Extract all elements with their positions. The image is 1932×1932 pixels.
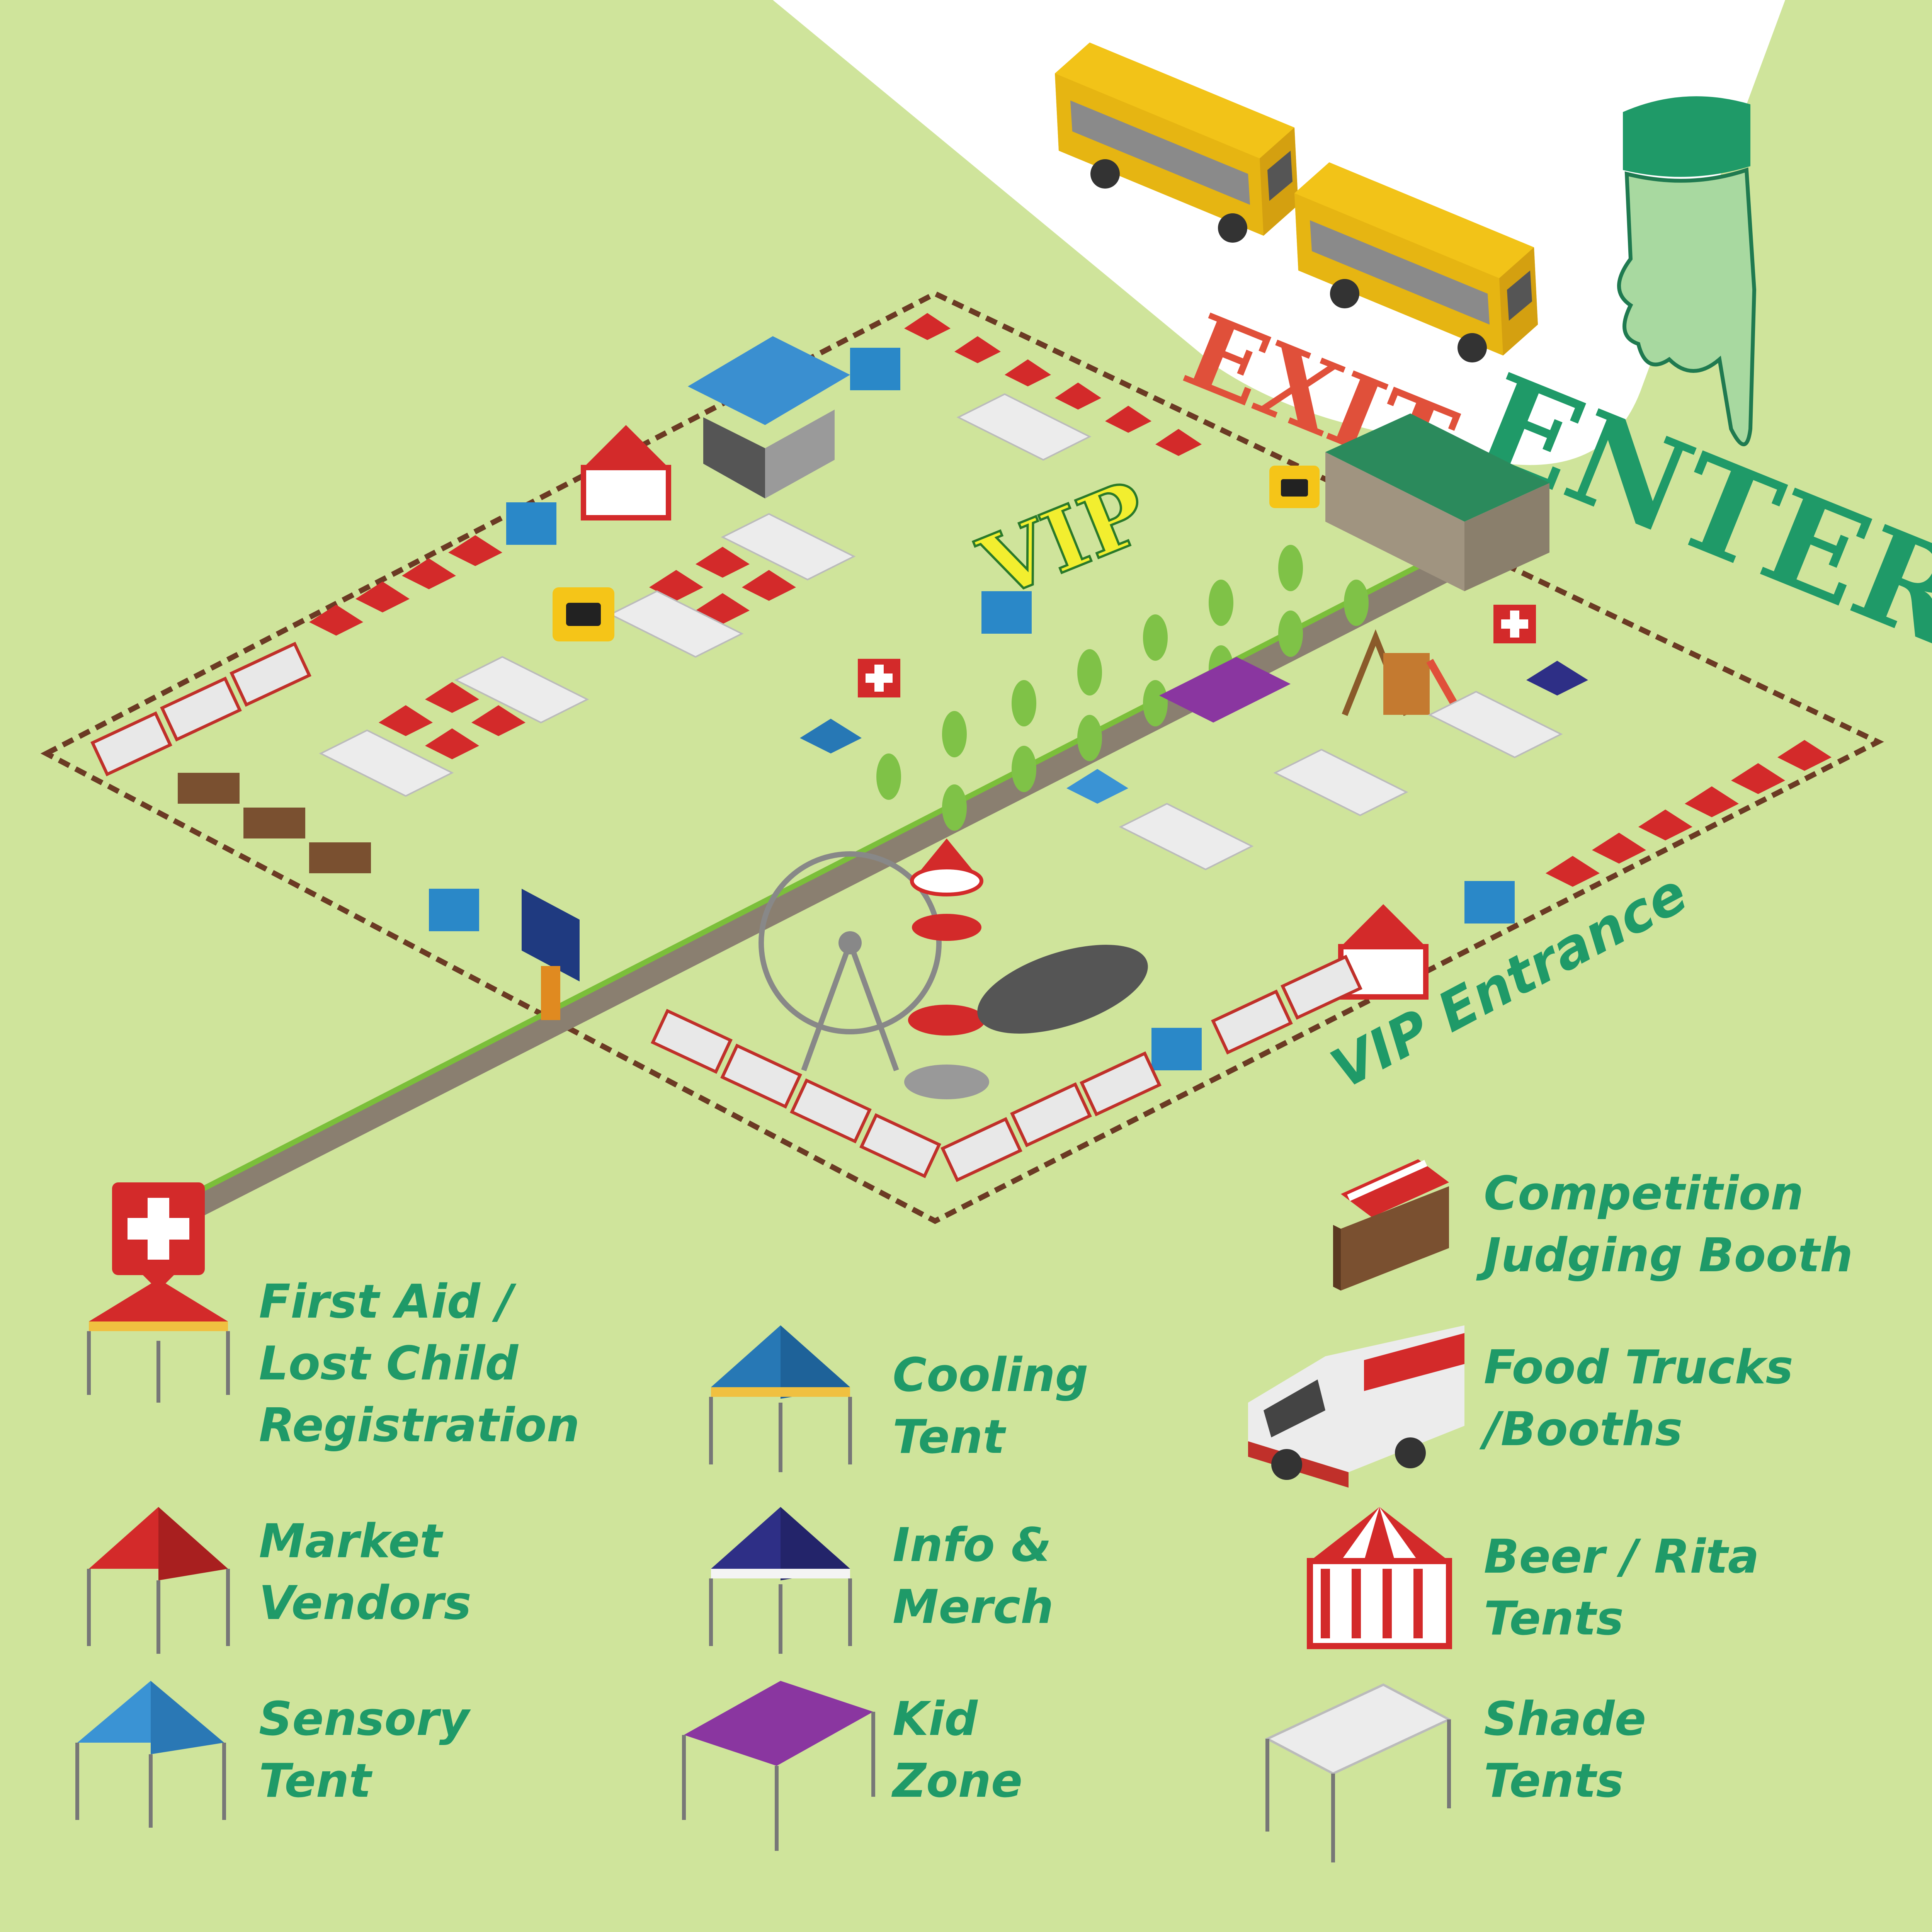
beer-tent — [581, 425, 671, 520]
info-tent — [1526, 661, 1588, 696]
legend-sensory-icon — [75, 1681, 226, 1828]
pointing-hand-icon — [1617, 96, 1757, 446]
legend-beer-line1: Beer / Rita — [1484, 1530, 1759, 1584]
main-path — [185, 556, 1453, 1217]
cooling-tent — [800, 719, 862, 753]
legend-market-icon — [87, 1507, 230, 1654]
legend-judging-line2: Judging Booth — [1476, 1229, 1853, 1282]
food-truck-row — [90, 641, 1362, 1182]
legend-kid-line1: Kid — [893, 1692, 978, 1746]
legend-food-truck-icon — [1248, 1325, 1464, 1488]
barn-icon — [1325, 413, 1549, 591]
market-tent-row — [309, 313, 1832, 887]
legend-kid-line2: Zone — [891, 1754, 1022, 1808]
legend-beer-icon — [1307, 1507, 1452, 1649]
kid-zone-tent — [1159, 657, 1291, 723]
legend-sensory-line2: Tent — [259, 1754, 373, 1808]
legend-info-line1: Info & — [893, 1519, 1051, 1572]
tree-row — [876, 545, 1369, 831]
carousel-icon — [904, 1005, 989, 1099]
legend-first-aid-line3: Registration — [259, 1399, 580, 1452]
legend-info-line2: Merch — [893, 1580, 1054, 1634]
bus-icon — [1294, 162, 1538, 362]
legend-shade-line1: Shade — [1484, 1692, 1646, 1746]
legend-food-line2: /Booths — [1479, 1403, 1682, 1456]
first-aid-icon — [858, 659, 900, 697]
stage-icon — [688, 336, 850, 498]
legend-info-icon — [709, 1507, 852, 1654]
legend-food-line1: Food Trucks — [1484, 1341, 1793, 1395]
legend-first-aid-line1: First Aid / — [259, 1275, 517, 1329]
legend-beer-line2: Tents — [1484, 1592, 1624, 1646]
legend-first-aid-line2: Lost Child — [259, 1337, 519, 1391]
judging-booth-row — [178, 773, 371, 873]
screen-icon — [522, 889, 580, 1020]
race-track — [977, 945, 1148, 1034]
camera-icon — [553, 587, 614, 641]
road — [773, 0, 1785, 465]
legend-shade-line2: Tents — [1484, 1754, 1624, 1808]
fence-enclosure — [40, 291, 1884, 1224]
sensory-tent — [1066, 769, 1128, 804]
legend-market-line2: Vendors — [259, 1577, 471, 1630]
legend-cooling-line1: Cooling — [893, 1349, 1088, 1402]
legend-first-aid-icon — [87, 1182, 230, 1403]
legend-kid-icon — [682, 1681, 875, 1851]
shade-tent-group — [319, 393, 1563, 871]
legend-cooling-icon — [709, 1325, 852, 1472]
legend-shade-icon — [1265, 1683, 1452, 1862]
bus-icon — [1055, 43, 1298, 243]
legend-judging-line1: Competition — [1484, 1167, 1804, 1221]
restroom-icon — [429, 348, 1515, 1070]
legend-market-line1: Market — [259, 1515, 444, 1568]
carousel-icon — [910, 838, 983, 941]
first-aid-icon — [1493, 605, 1536, 643]
legend-judging-icon — [1333, 1159, 1449, 1291]
legend-cooling-line2: Tent — [893, 1410, 1007, 1464]
ferris-wheel-icon — [759, 851, 942, 1071]
legend-sensory-line1: Sensory — [259, 1692, 471, 1746]
legend: First Aid / Lost Child Registration Mark… — [75, 1159, 1853, 1862]
camera-icon — [1269, 466, 1320, 508]
